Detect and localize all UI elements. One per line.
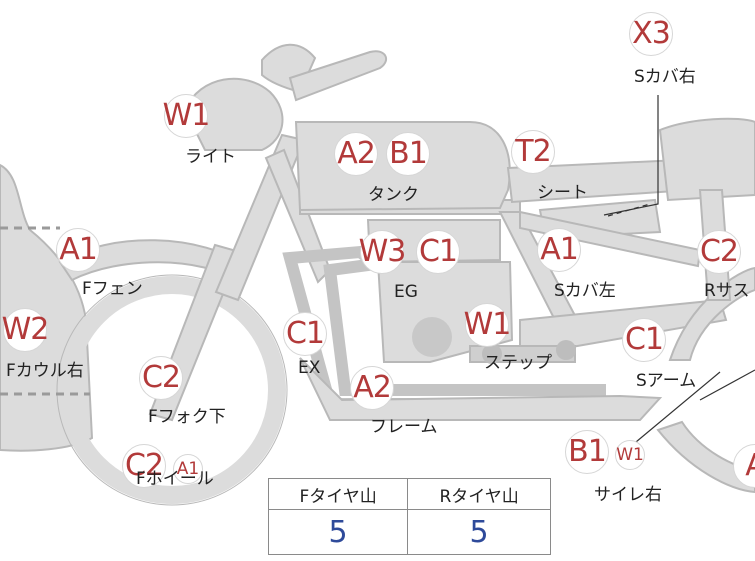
headlight-shape <box>183 77 284 151</box>
frame-label: フレーム <box>370 417 438 437</box>
side-cover-right-label: Sカバ右 <box>634 67 696 87</box>
muffler-right-code-2: W1 <box>615 440 645 470</box>
exhaust-code-1: C1 <box>283 312 327 356</box>
step-code-1: W1 <box>464 303 511 347</box>
tank-code-1: A2 <box>334 132 378 176</box>
engine-code-2: C1 <box>416 230 460 274</box>
front-wheel-code-2: A1 <box>173 454 203 484</box>
rear-tyre-header: Rタイヤ山 <box>407 478 551 510</box>
muffler-leader <box>623 371 721 453</box>
seat-code-1: T2 <box>511 130 555 174</box>
front-wheel-shape <box>58 276 286 504</box>
front-fork-lower-label: Fフォク下 <box>148 407 226 427</box>
step-label: ステップ <box>484 353 552 373</box>
swingarm-code-1: C1 <box>622 318 666 362</box>
engine-label: EG <box>394 282 418 302</box>
exhaust-label: EX <box>298 358 321 378</box>
muffler-right-label: サイレ右 <box>594 485 662 505</box>
front-fender-code-1: A1 <box>56 228 100 272</box>
tyre-tread-table: Fタイヤ山 Rタイヤ山 5 5 <box>267 478 551 555</box>
front-wheel-label: Fホイール <box>136 469 214 489</box>
front-cowl-right-code-1: W2 <box>2 308 49 352</box>
front-fender-label: Fフェン <box>82 279 143 299</box>
front-cowl-right-label: Fカウル右 <box>6 361 84 381</box>
side-cover-left-label: Sカバ左 <box>554 281 616 301</box>
front-fork-lower-code-1: C2 <box>139 356 183 400</box>
front-tyre-value: 5 <box>267 509 409 555</box>
side-cover-right-leader <box>603 95 659 216</box>
light-label: ライト <box>185 147 236 167</box>
swingarm-label: Sアーム <box>636 371 697 391</box>
front-tyre-header: Fタイヤ山 <box>267 478 409 510</box>
side-cover-right-code-1: X3 <box>629 12 673 56</box>
frame-code-1: A2 <box>350 366 394 410</box>
light-code-1: W1 <box>163 94 210 138</box>
muffler-right-code-1: B1 <box>565 430 609 474</box>
engine-code-1: W3 <box>359 230 406 274</box>
rear-tyre-value: 5 <box>407 509 551 555</box>
front-wheel-code-1: C2 <box>122 444 166 488</box>
front-cowl-shape <box>0 163 94 452</box>
rear-suspension-code-1: C2 <box>697 230 741 274</box>
seat-label: シート <box>537 183 588 203</box>
tank-label: タンク <box>368 185 419 205</box>
rear-suspension-label: Rサス <box>704 281 750 301</box>
side-cover-left-code-1: A1 <box>537 228 581 272</box>
tank-code-2: B1 <box>386 132 430 176</box>
